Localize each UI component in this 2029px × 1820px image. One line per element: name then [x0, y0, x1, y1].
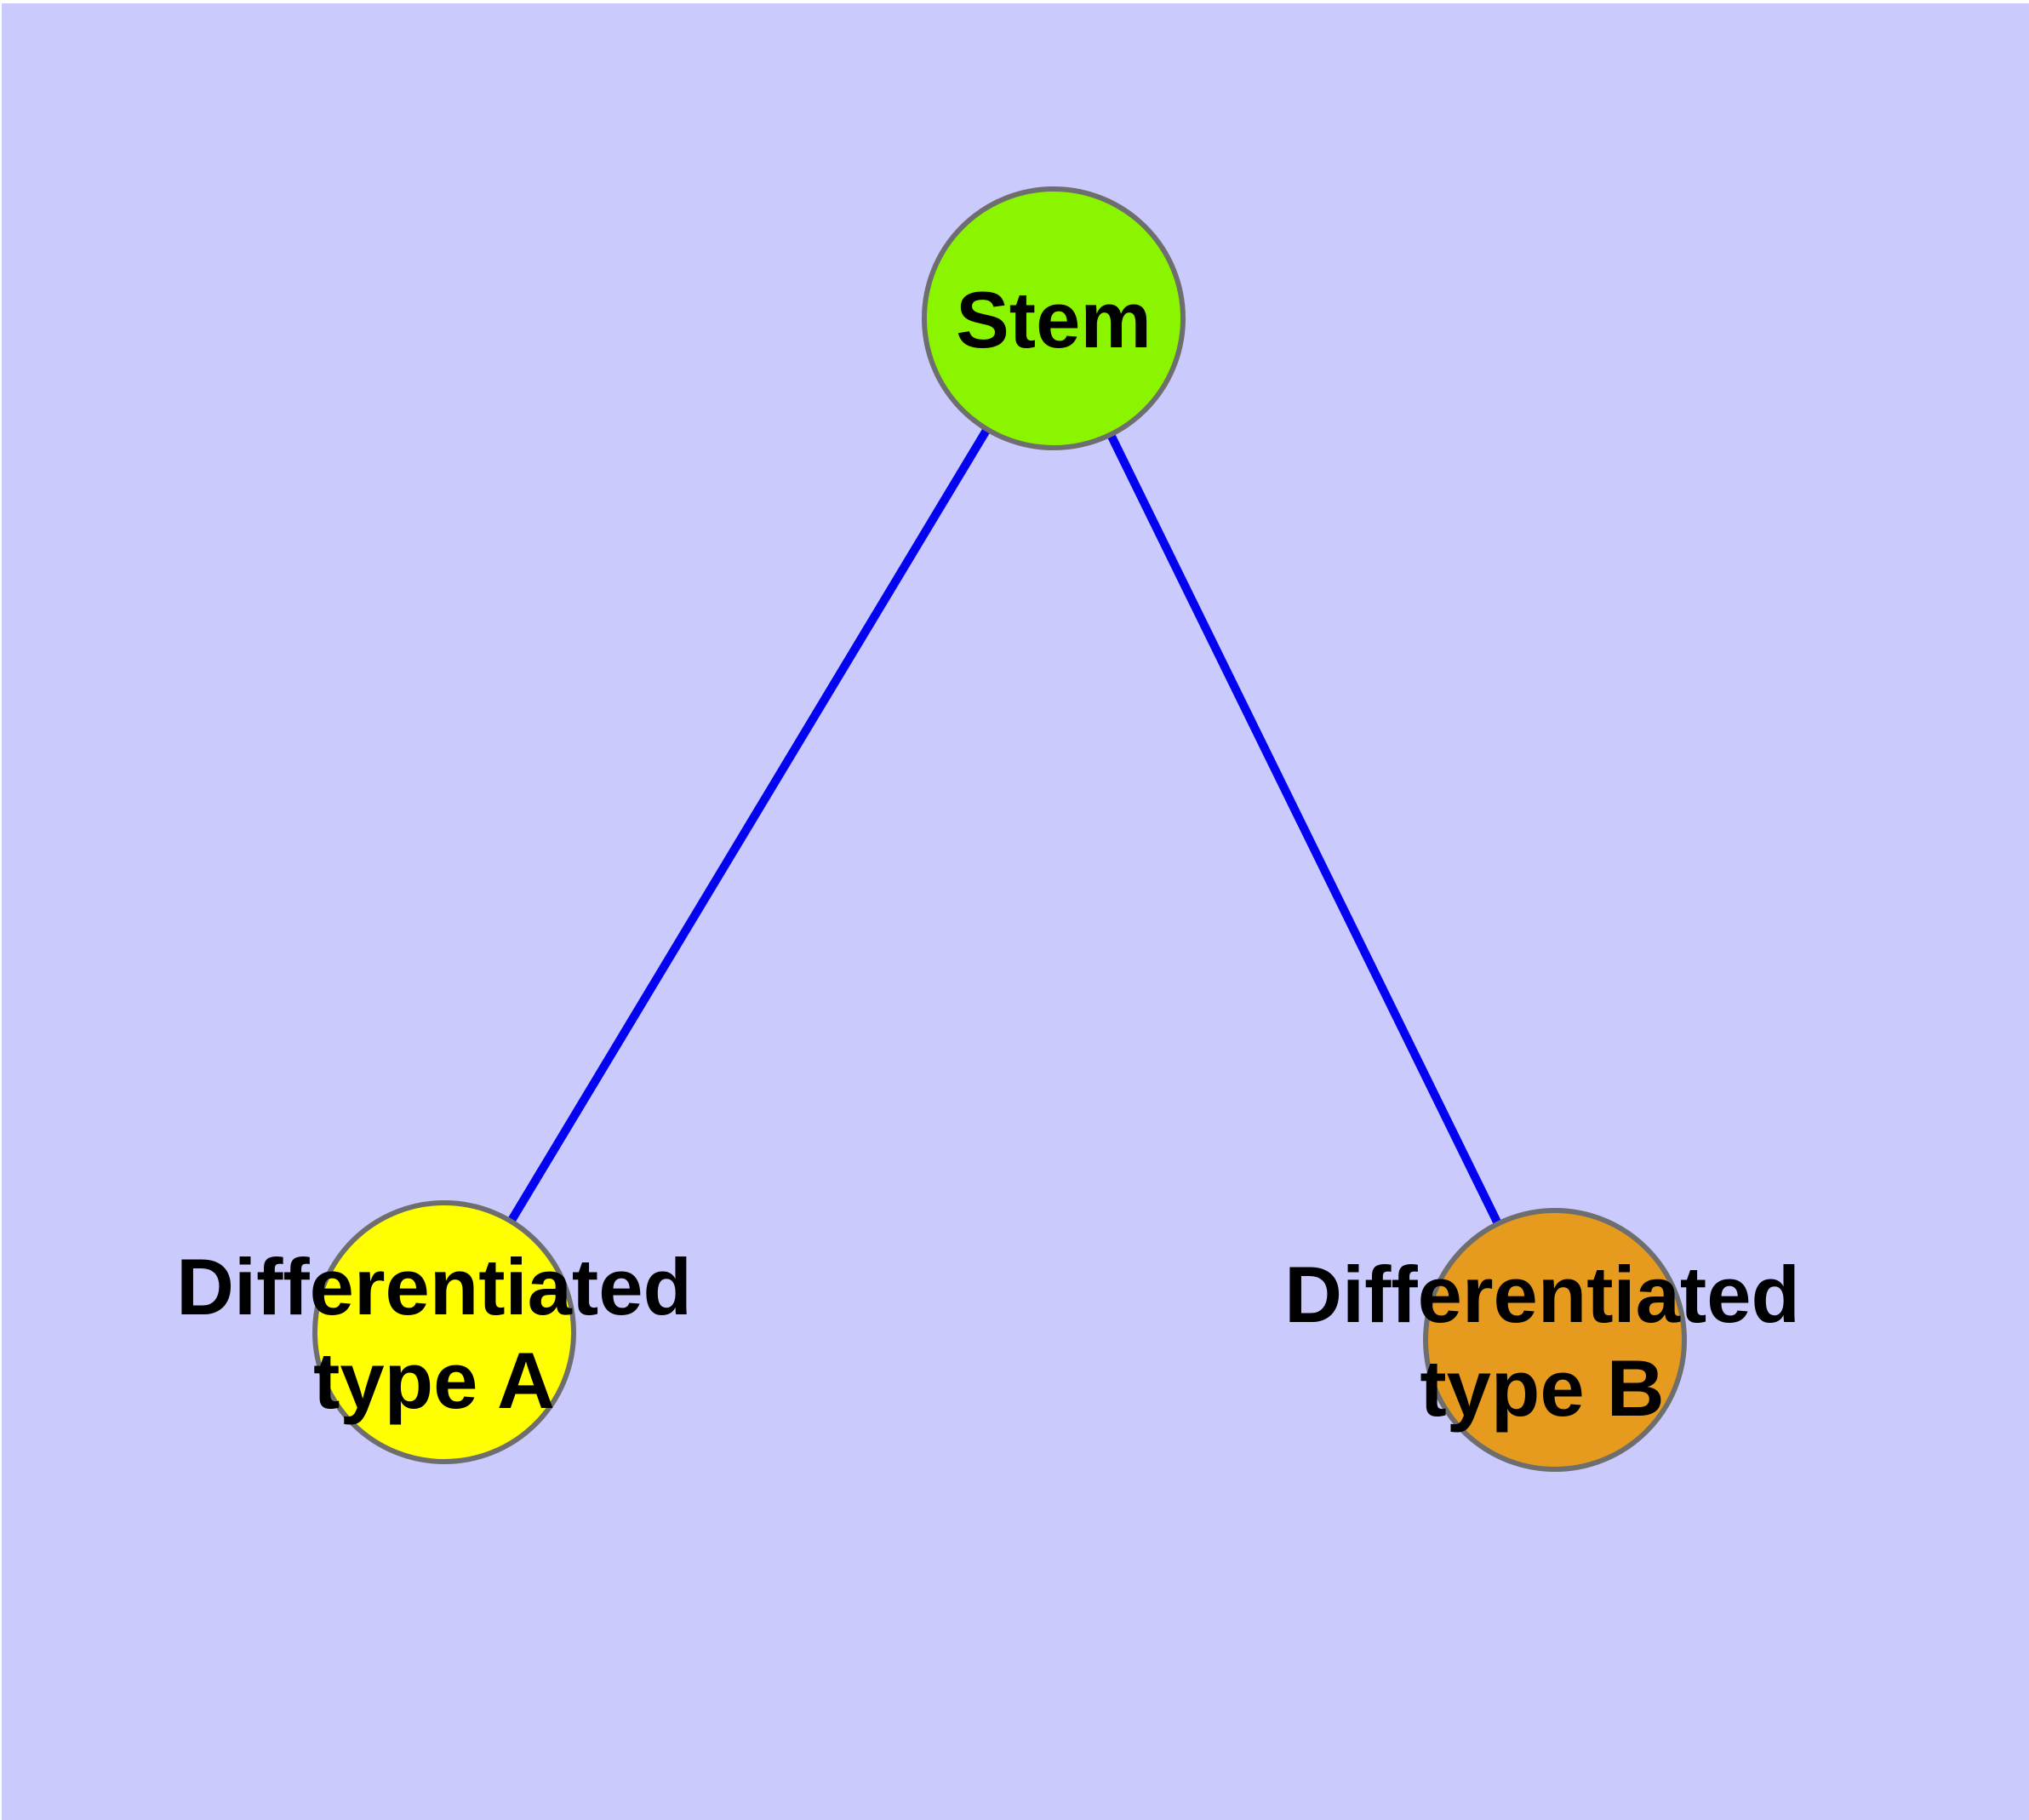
node-stem-label: Stem: [956, 273, 1152, 367]
node-type-b-label-line1: Differentiated: [1284, 1250, 1800, 1339]
node-stem-label-text: Stem: [956, 275, 1152, 364]
node-type-b-label-line2: type B: [1420, 1343, 1665, 1433]
node-type-a-label-line2: type A: [313, 1336, 555, 1425]
node-type-b-label: Differentiated type B: [1284, 1248, 1800, 1435]
node-stem-circle: [922, 186, 1186, 450]
node-type-a-label: Differentiated type A: [176, 1240, 692, 1428]
node-type-a-circle: [312, 1200, 576, 1464]
edge-stem-to-type-a: [440, 316, 1058, 1335]
node-type-b-circle: [1423, 1208, 1687, 1472]
node-type-a-label-line1: Differentiated: [176, 1242, 692, 1331]
edge-stem-to-type-b: [1049, 316, 1559, 1342]
